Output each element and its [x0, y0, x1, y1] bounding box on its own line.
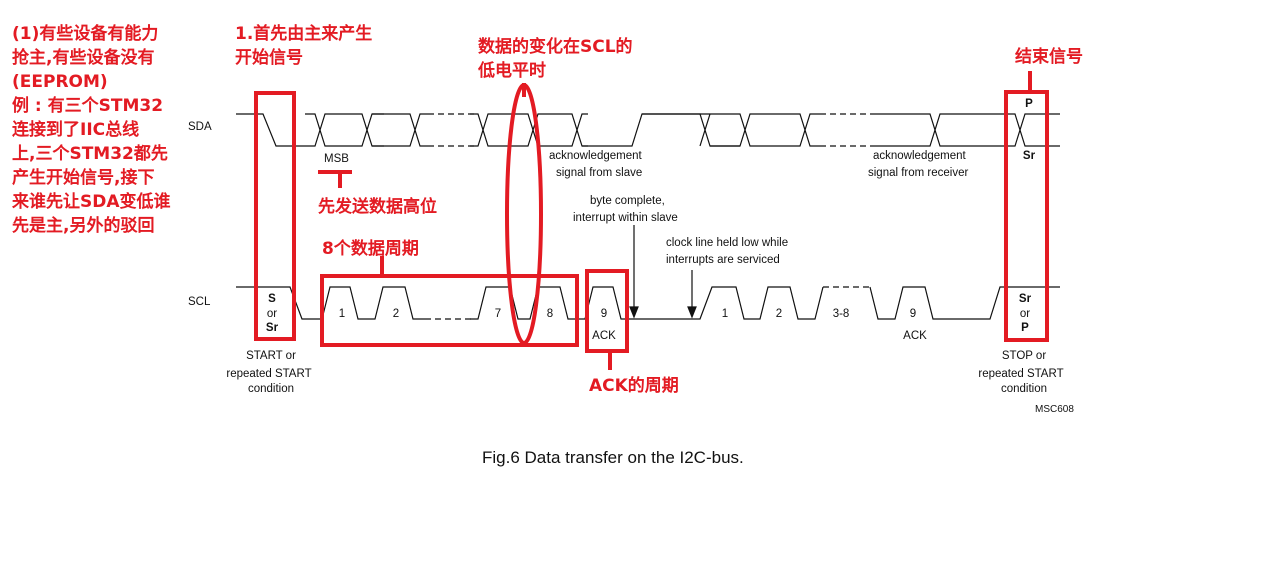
stop-top-sr: Sr: [1023, 150, 1036, 162]
ack-slave-2: signal from slave: [556, 167, 642, 179]
pulse-1: 1: [339, 308, 345, 320]
pulse2-3-8: 3-8: [833, 308, 850, 320]
scl-label: SCL: [188, 296, 211, 308]
cycles-note: 8个数据周期: [322, 238, 419, 259]
ack-receiver-1: acknowledgement: [873, 150, 967, 162]
left-annotation: (1)有些设备有能力 抢主,有些设备没有 (EEPROM) 例 : 有三个STM…: [11, 23, 171, 236]
start-sr: Sr: [266, 322, 279, 334]
data-change-ellipse: [505, 83, 543, 345]
left-note-line-4: 例 : 有三个STM32: [12, 95, 163, 116]
ack-cycle-box: [585, 269, 629, 353]
left-note-line-1: (1)有些设备有能力: [12, 23, 158, 44]
stop-highlight-box: [1004, 90, 1049, 342]
start-or: or: [267, 308, 277, 320]
start-note-line-2: 开始信号: [235, 47, 303, 68]
msb-note: 先发送数据高位: [318, 196, 437, 217]
stop-p: P: [1021, 322, 1029, 334]
left-note-line-7: 产生开始信号,接下: [12, 167, 154, 188]
start-label-2: repeated START: [226, 368, 311, 380]
left-note-line-5: 连接到了IIC总线: [12, 119, 139, 140]
red-markup: [254, 71, 1049, 370]
pulse-7: 7: [495, 308, 501, 320]
left-note-line-9: 先是主,另外的驳回: [12, 215, 154, 236]
ack-cycle-note: ACK的周期: [589, 375, 679, 396]
data-cycles-box: [320, 274, 579, 347]
clock-held-1: clock line held low while: [666, 237, 788, 249]
start-s: S: [268, 293, 276, 305]
sda-label: SDA: [188, 121, 212, 133]
start-note-line-1: 1.首先由主来产生: [235, 23, 372, 44]
pulse-2: 2: [393, 308, 399, 320]
start-label-1: START or: [246, 350, 296, 362]
end-note: 结束信号: [1015, 46, 1083, 67]
byte-complete-1: byte complete,: [590, 195, 665, 207]
data-change-note-line-1: 数据的变化在SCL的: [478, 36, 633, 57]
start-highlight-box: [254, 91, 296, 341]
pulse-8: 8: [547, 308, 553, 320]
scl-waveform: [236, 286, 1060, 320]
left-note-line-2: 抢主,有些设备没有: [12, 47, 154, 68]
msb-label: MSB: [324, 153, 349, 165]
stop-or: or: [1020, 308, 1030, 320]
clock-held-2: interrupts are serviced: [666, 254, 780, 266]
ack-label-2: ACK: [903, 330, 927, 342]
stop-label-1: STOP or: [1002, 350, 1046, 362]
pulse2-1: 1: [722, 308, 728, 320]
stop-label-2: repeated START: [978, 368, 1063, 380]
ack-label-1: ACK: [592, 330, 616, 342]
start-label-3: condition: [248, 383, 294, 395]
left-note-line-8: 来谁先让SDA变低谁: [11, 191, 171, 212]
stop-sr: Sr: [1019, 293, 1032, 305]
byte-complete-2: interrupt within slave: [573, 212, 678, 224]
left-note-line-6: 上,三个STM32都先: [12, 143, 168, 164]
ack-receiver-2: signal from receiver: [868, 167, 969, 179]
sda-waveform: [236, 113, 1060, 147]
data-change-note-line-2: 低电平时: [477, 60, 546, 81]
ack-slave-1: acknowledgement: [549, 150, 643, 162]
stop-label-3: condition: [1001, 383, 1047, 395]
figure-caption: Fig.6 Data transfer on the I2C-bus.: [482, 448, 744, 467]
pulse-9: 9: [601, 308, 607, 320]
pulse2-9: 9: [910, 308, 916, 320]
stop-top-p: P: [1025, 98, 1033, 110]
interrupt-arrows: [629, 225, 697, 319]
pulse2-2: 2: [776, 308, 782, 320]
left-note-line-3: (EEPROM): [12, 72, 108, 92]
figure-code: MSC608: [1035, 404, 1074, 415]
